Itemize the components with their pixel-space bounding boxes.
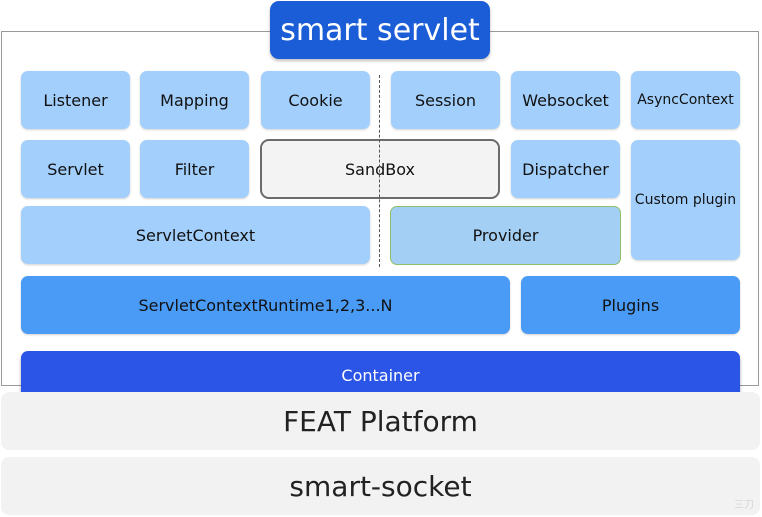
servletcontext-runtime-box: ServletContextRuntime1,2,3...N [21,276,510,334]
dashed-divider [379,75,380,267]
servlet-box: Servlet [21,140,130,198]
diagram-title: smart servlet [270,1,490,59]
mapping-box: Mapping [140,71,249,129]
dispatcher-box: Dispatcher [511,140,620,198]
filter-box: Filter [140,140,249,198]
provider-box: Provider [390,206,621,265]
websocket-box: Websocket [511,71,620,129]
custom-plugin-box: Custom plugin [631,140,740,260]
servletcontext-box: ServletContext [21,206,370,264]
asynccontext-box: AsyncContext [631,71,740,129]
container-box: Container [21,351,740,399]
smart-socket-layer: smart-socket [1,457,760,515]
session-box: Session [391,71,500,129]
sandbox-box: SandBox [260,139,500,199]
feat-platform-layer: FEAT Platform [1,392,760,450]
watermark: 三刀 [734,500,754,511]
cookie-box: Cookie [261,71,370,129]
listener-box: Listener [21,71,130,129]
plugins-box: Plugins [521,276,740,334]
